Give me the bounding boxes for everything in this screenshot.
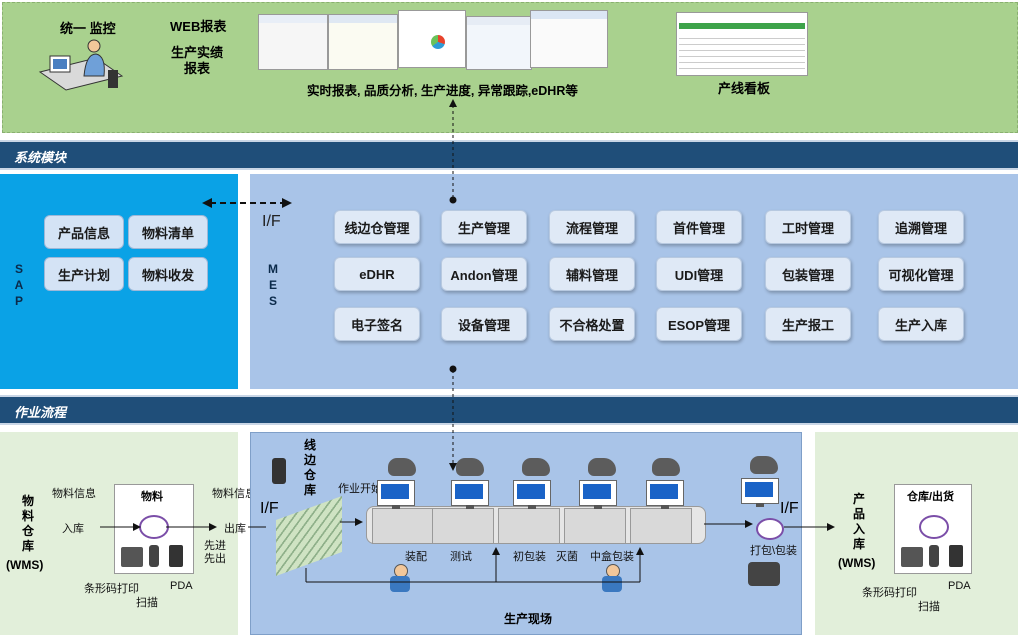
station-cell-box-pack bbox=[630, 508, 692, 544]
material-warehouse-wms: (WMS) bbox=[6, 558, 44, 572]
mes-module-e-signature: 电子签名 bbox=[334, 307, 420, 341]
station-cell-test bbox=[432, 508, 494, 544]
scanner-icon bbox=[456, 458, 484, 476]
mes-module-production-inbound: 生产入库 bbox=[878, 307, 964, 341]
mes-if-label: I/F bbox=[262, 213, 281, 230]
fifo-label: 先进先出 bbox=[204, 540, 226, 565]
mes-label: MES bbox=[266, 262, 280, 310]
mes-module-edhr: eDHR bbox=[334, 257, 420, 291]
line-board-label: 产线看板 bbox=[718, 81, 771, 96]
system-modules-bar: 系统模块 bbox=[0, 140, 1018, 170]
pda-label: PDA bbox=[170, 580, 193, 592]
mes-module-udi: UDI管理 bbox=[656, 257, 742, 291]
inbound-label: 入库 bbox=[62, 523, 84, 535]
if-left-label: I/F bbox=[260, 500, 279, 517]
mes-module-auxiliary: 辅料管理 bbox=[549, 257, 635, 291]
material-card: 物料 bbox=[114, 484, 194, 574]
sap-module-production-plan: 生产计划 bbox=[44, 257, 124, 291]
line-board-screen bbox=[676, 12, 808, 76]
worker-icon bbox=[598, 564, 628, 594]
if-right-label: I/F bbox=[780, 500, 799, 517]
product-pda-label: PDA bbox=[948, 580, 971, 592]
packing-node-icon bbox=[756, 518, 784, 540]
label-printer-icon bbox=[748, 562, 780, 586]
system-modules-title: 系统模块 bbox=[14, 150, 67, 165]
pack-label: 打包\包装 bbox=[750, 545, 798, 557]
barcode-scanner-icon bbox=[929, 545, 939, 567]
unified-monitoring-label: 统一 监控 bbox=[60, 21, 116, 36]
handheld-terminal-icon bbox=[272, 458, 286, 484]
pda-icon bbox=[949, 545, 963, 567]
scan-label: 扫描 bbox=[136, 597, 158, 609]
mes-module-first-article: 首件管理 bbox=[656, 210, 742, 244]
mes-module-traceability: 追溯管理 bbox=[878, 210, 964, 244]
mes-module-labor-hours: 工时管理 bbox=[765, 210, 851, 244]
sap-module-material-transfer: 物料收发 bbox=[128, 257, 208, 291]
station-monitor-icon bbox=[513, 480, 551, 509]
station-box-pack-label: 中盒包装 bbox=[590, 551, 634, 563]
scanner-icon bbox=[522, 458, 550, 476]
pda-icon bbox=[169, 545, 183, 567]
mes-module-equipment: 设备管理 bbox=[441, 307, 527, 341]
reports-caption: 实时报表, 品质分析, 生产进度, 异常跟踪,eDHR等 bbox=[307, 84, 578, 98]
material-info-left: 物料信息 bbox=[52, 488, 96, 500]
station-monitor-icon bbox=[579, 480, 617, 509]
work-start-label: 作业开始 bbox=[338, 483, 382, 495]
station-primary-pack-label: 初包装 bbox=[513, 551, 546, 563]
station-assembly-label: 装配 bbox=[405, 551, 427, 563]
workflow-bar: 作业流程 bbox=[0, 395, 1018, 425]
production-site-label: 生产现场 bbox=[504, 612, 553, 626]
mes-module-visualization: 可视化管理 bbox=[878, 257, 964, 291]
mes-module-andon: Andon管理 bbox=[441, 257, 527, 291]
material-warehouse-title: 物料仓库 bbox=[22, 494, 35, 553]
mes-module-line-warehouse: 线边仓管理 bbox=[334, 210, 420, 244]
station-monitor-icon bbox=[451, 480, 489, 509]
mes-module-process: 流程管理 bbox=[549, 210, 635, 244]
station-cell-assembly bbox=[372, 508, 434, 544]
barcode-printer-icon bbox=[901, 547, 923, 567]
outbound-label: 出库 bbox=[224, 523, 246, 535]
operator-at-computer-icon bbox=[38, 39, 124, 91]
process-node-icon bbox=[919, 515, 949, 539]
product-barcode-print-label: 条形码打印 bbox=[862, 587, 917, 599]
barcode-printer-icon bbox=[121, 547, 143, 567]
shipping-card-title: 仓库/出货 bbox=[907, 491, 955, 503]
material-card-title: 物料 bbox=[141, 491, 163, 503]
product-warehouse-wms: (WMS) bbox=[838, 556, 876, 570]
station-test-label: 测试 bbox=[450, 551, 472, 563]
shipping-card: 仓库/出货 bbox=[894, 484, 972, 574]
scanner-icon bbox=[588, 458, 616, 476]
workflow-title: 作业流程 bbox=[14, 405, 67, 420]
scanner-icon bbox=[652, 458, 680, 476]
mes-module-production: 生产管理 bbox=[441, 210, 527, 244]
sap-label: SAP bbox=[12, 262, 26, 310]
product-scan-label: 扫描 bbox=[918, 601, 940, 613]
material-info-right: 物料信息 bbox=[212, 488, 256, 500]
station-cell-sterilize bbox=[564, 508, 626, 544]
station-sterilize-label: 灭菌 bbox=[556, 551, 578, 563]
mes-module-nonconformance: 不合格处置 bbox=[549, 307, 635, 341]
production-report-line1: 生产实绩 bbox=[171, 45, 224, 60]
scanner-icon bbox=[750, 456, 778, 474]
report-screenshots bbox=[258, 10, 608, 70]
web-report-label: WEB报表 bbox=[170, 19, 227, 34]
mes-module-packaging: 包装管理 bbox=[765, 257, 851, 291]
sap-module-bom: 物料清单 bbox=[128, 215, 208, 249]
line-warehouse-label: 线边仓库 bbox=[304, 438, 317, 497]
production-report-line2: 报表 bbox=[184, 61, 211, 76]
station-monitor-icon bbox=[646, 480, 684, 509]
station-monitor-icon bbox=[741, 478, 779, 507]
mes-module-production-report: 生产报工 bbox=[765, 307, 851, 341]
station-monitor-icon bbox=[377, 480, 415, 509]
barcode-scanner-icon bbox=[149, 545, 159, 567]
worker-icon bbox=[386, 564, 416, 594]
sap-module-product-info: 产品信息 bbox=[44, 215, 124, 249]
scanner-icon bbox=[388, 458, 416, 476]
barcode-print-label: 条形码打印 bbox=[84, 583, 139, 595]
product-warehouse-title: 产品入库 bbox=[853, 492, 866, 551]
mes-module-esop: ESOP管理 bbox=[656, 307, 742, 341]
